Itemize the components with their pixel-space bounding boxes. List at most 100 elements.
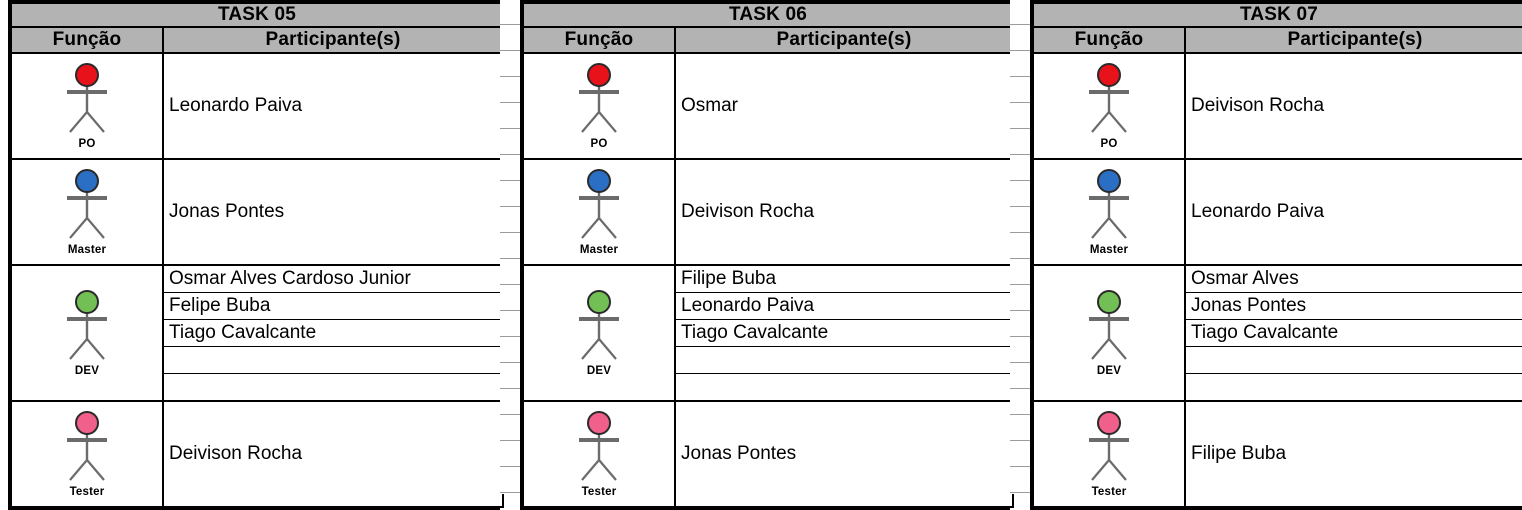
actor-po-icon xyxy=(579,63,619,133)
actor-tester-icon xyxy=(579,411,619,481)
role-cell-po: PO xyxy=(10,52,164,160)
participant-cell: Deivison Rocha xyxy=(674,158,1014,266)
task-title: TASK 06 xyxy=(522,2,1014,28)
participant-cell: Deivison Rocha xyxy=(1184,52,1522,160)
participant-cell xyxy=(162,373,504,402)
table-row xyxy=(523,373,1014,402)
role-cell-master: Master xyxy=(522,158,676,266)
spreadsheet-gridline xyxy=(500,180,520,181)
participant-cell xyxy=(674,346,1014,374)
role-cell-dev: DEV xyxy=(522,264,676,402)
spreadsheet-gridline xyxy=(1010,310,1030,311)
spreadsheet-gridline xyxy=(1010,492,1030,493)
table-row: Tiago Cavalcante xyxy=(523,319,1014,347)
spreadsheet-gridline xyxy=(500,154,520,155)
actor-figure-po: PO xyxy=(1034,58,1184,154)
actor-po-icon xyxy=(67,63,107,133)
participant-cell: Jonas Pontes xyxy=(674,400,1014,508)
participant-cell: Jonas Pontes xyxy=(162,158,504,266)
spreadsheet-gridline xyxy=(500,466,520,467)
table-row: Master Jonas Pontes xyxy=(10,158,504,266)
spreadsheet-gridline xyxy=(500,232,520,233)
spreadsheet-gridline xyxy=(1010,50,1030,51)
spreadsheet-gridline xyxy=(1010,206,1030,207)
column-header-participantes: Participante(s) xyxy=(1184,26,1522,54)
spreadsheet-gridline xyxy=(500,310,520,311)
spreadsheet-gridline xyxy=(500,102,520,103)
participant-cell: Leonardo Paiva xyxy=(162,52,504,160)
column-header-funcao: Função xyxy=(522,26,676,54)
participant-cell: Leonardo Paiva xyxy=(674,292,1014,320)
spreadsheet-gridline xyxy=(500,24,520,25)
actor-tester-icon xyxy=(1089,411,1129,481)
participant-cell: Felipe Buba xyxy=(162,292,504,320)
actor-figure-master: Master xyxy=(1034,164,1184,260)
column-header-funcao: Função xyxy=(10,26,164,54)
role-cell-po: PO xyxy=(522,52,676,160)
participant-cell: Tiago Cavalcante xyxy=(1184,319,1522,347)
participant-cell: Tiago Cavalcante xyxy=(162,319,504,347)
spreadsheet-gridline xyxy=(1010,232,1030,233)
table-row: Tester Jonas Pontes xyxy=(522,400,1014,508)
actor-role-label: Master xyxy=(67,244,107,256)
actor-figure-master: Master xyxy=(12,164,162,260)
spreadsheet-gridline xyxy=(1010,362,1030,363)
role-cell-master: Master xyxy=(10,158,164,266)
actor-role-label: DEV xyxy=(74,365,100,377)
task-title-row: TASK 07 xyxy=(1032,2,1522,28)
actor-role-label: DEV xyxy=(586,365,612,377)
actor-role-label: Tester xyxy=(69,486,105,498)
participant-cell: Jonas Pontes xyxy=(1184,292,1522,320)
actor-role-label: Master xyxy=(1089,244,1129,256)
actor-role-label: Tester xyxy=(581,486,617,498)
participant-cell xyxy=(674,373,1014,402)
spreadsheet-gridline xyxy=(1010,24,1030,25)
actor-figure-tester: Tester xyxy=(1034,406,1184,502)
spreadsheet-gridline xyxy=(1010,180,1030,181)
role-cell-master: Master xyxy=(1032,158,1186,266)
actor-master-icon xyxy=(579,169,619,239)
spreadsheet-gridline xyxy=(500,206,520,207)
participant-cell: Osmar Alves xyxy=(1184,264,1522,293)
participant-cell xyxy=(162,346,504,374)
actor-role-label: Tester xyxy=(1091,486,1127,498)
table-row: PO Leonardo Paiva xyxy=(10,52,504,160)
participant-cell xyxy=(1184,346,1522,374)
spreadsheet-gridline xyxy=(500,258,520,259)
table-row: DEV Osmar Alves Cardoso Junior xyxy=(10,264,504,402)
actor-figure-dev: DEV xyxy=(12,285,162,381)
participant-cell: Filipe Buba xyxy=(674,264,1014,293)
role-cell-tester: Tester xyxy=(522,400,676,508)
actor-role-label: PO xyxy=(78,138,96,150)
spreadsheet-gridline xyxy=(500,440,520,441)
spreadsheet-gap-column-2 xyxy=(1010,0,1030,494)
role-cell-tester: Tester xyxy=(1032,400,1186,508)
spreadsheet-gridline xyxy=(1010,76,1030,77)
participant-cell: Filipe Buba xyxy=(1184,400,1522,508)
actor-figure-dev: DEV xyxy=(1034,285,1184,381)
actor-master-icon xyxy=(1089,169,1129,239)
actor-dev-icon xyxy=(1089,290,1129,360)
participant-cell: Osmar Alves Cardoso Junior xyxy=(162,264,504,293)
actor-role-label: PO xyxy=(1100,138,1118,150)
task-title-row: TASK 05 xyxy=(10,2,504,28)
table-row xyxy=(1033,346,1522,374)
spreadsheet-gap-column-1 xyxy=(500,0,520,494)
role-cell-dev: DEV xyxy=(1032,264,1186,402)
spreadsheet-gridline xyxy=(1010,388,1030,389)
participant-cell: Osmar xyxy=(674,52,1014,160)
role-cell-tester: Tester xyxy=(10,400,164,508)
